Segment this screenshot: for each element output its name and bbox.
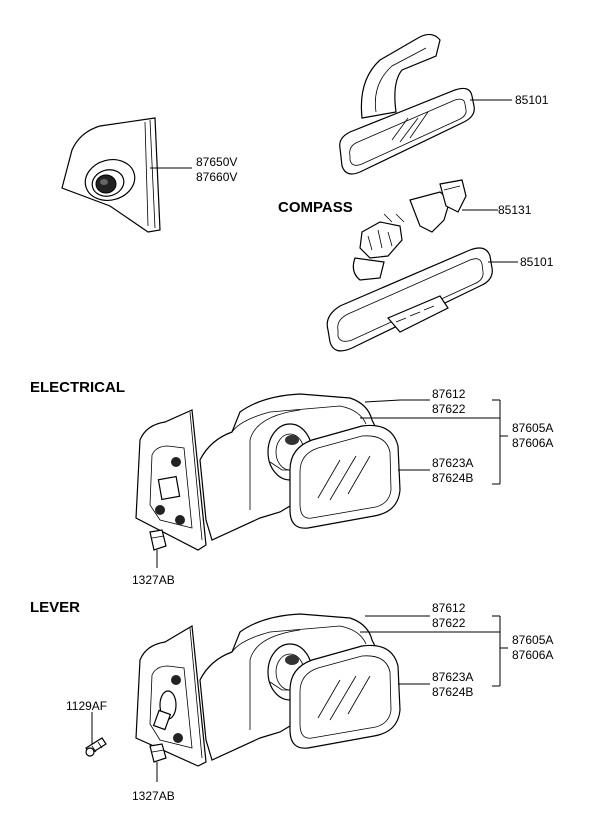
compass-bracket-part: [409, 179, 467, 233]
part-number-label: 87622: [432, 402, 466, 416]
part-number-label: 87624B: [432, 685, 473, 699]
leader-line: [364, 399, 401, 403]
part-number-label: 87606A: [512, 436, 553, 450]
rearview-mirror-part: [339, 33, 475, 175]
part-number-label: 87623A: [432, 670, 473, 684]
lever-nut-part: [149, 743, 167, 763]
mirror-mount-part: [352, 213, 405, 281]
part-number-label: 87612: [432, 601, 466, 615]
part-number-label: 85101: [515, 93, 549, 107]
corner-cover-part: [61, 117, 161, 233]
section-heading-electrical: ELECTRICAL: [30, 379, 125, 396]
part-number-label: 1327AB: [132, 573, 175, 587]
part-number-label: 1129AF: [66, 699, 107, 713]
part-number-label: 87612: [432, 387, 466, 401]
part-number-label: 85101: [520, 255, 554, 269]
lever-screw-part: [85, 737, 107, 757]
electrical-nut-part: [149, 529, 167, 551]
rearview-mirror-compass-part: [326, 247, 493, 352]
part-number-label: 87605A: [512, 421, 553, 435]
part-number-label: 87606A: [512, 648, 553, 662]
section-heading-compass: COMPASS: [278, 199, 353, 216]
part-number-label: 87650V: [196, 155, 237, 169]
part-number-label: 87624B: [432, 471, 473, 485]
part-number-label: 87623A: [432, 456, 473, 470]
section-heading-lever: LEVER: [30, 599, 80, 616]
part-number-label: 87605A: [512, 633, 553, 647]
lever-side-mirror-part: [135, 613, 401, 767]
part-number-label: 87660V: [196, 170, 237, 184]
part-number-label: 87622: [432, 616, 466, 630]
part-number-label: 1327AB: [132, 789, 175, 803]
part-number-label: 85131: [498, 203, 532, 217]
electrical-side-mirror-part: [135, 393, 401, 551]
